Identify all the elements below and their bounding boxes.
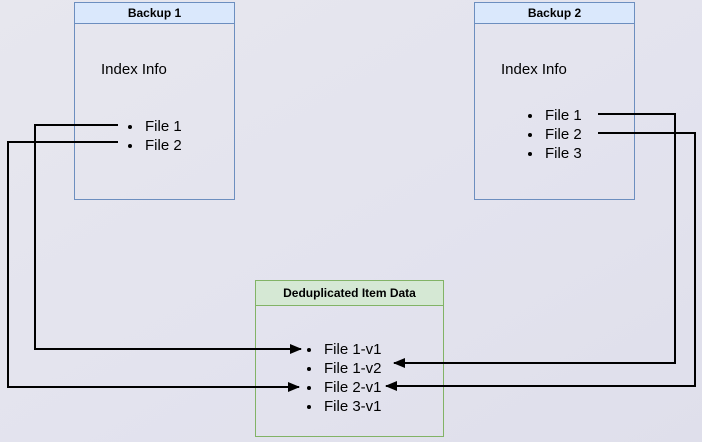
backup2-index-info-label: Index Info [501, 61, 567, 78]
backup1-box: Backup 1 Index Info File 1 File 2 [74, 2, 235, 200]
list-item: File 2-v1 [322, 378, 502, 397]
dedup-title: Deduplicated Item Data [256, 281, 443, 306]
list-item: File 3 [543, 144, 693, 163]
list-item: File 1 [143, 117, 293, 136]
backup1-title: Backup 1 [75, 3, 234, 24]
list-item: File 1-v2 [322, 359, 502, 378]
backup1-file-list: File 1 File 2 [75, 117, 293, 155]
dedup-box: Deduplicated Item Data File 1-v1 File 1-… [255, 280, 444, 437]
list-item: File 2 [143, 136, 293, 155]
backup2-file-list: File 1 File 2 File 3 [475, 106, 693, 163]
list-item: File 3-v1 [322, 397, 502, 416]
backup1-index-info-label: Index Info [101, 61, 167, 78]
list-item: File 1 [543, 106, 693, 125]
backup2-box: Backup 2 Index Info File 1 File 2 File 3 [474, 2, 635, 200]
list-item: File 1-v1 [322, 340, 502, 359]
backup2-title: Backup 2 [475, 3, 634, 24]
dedup-item-list: File 1-v1 File 1-v2 File 2-v1 File 3-v1 [256, 340, 502, 416]
list-item: File 2 [543, 125, 693, 144]
